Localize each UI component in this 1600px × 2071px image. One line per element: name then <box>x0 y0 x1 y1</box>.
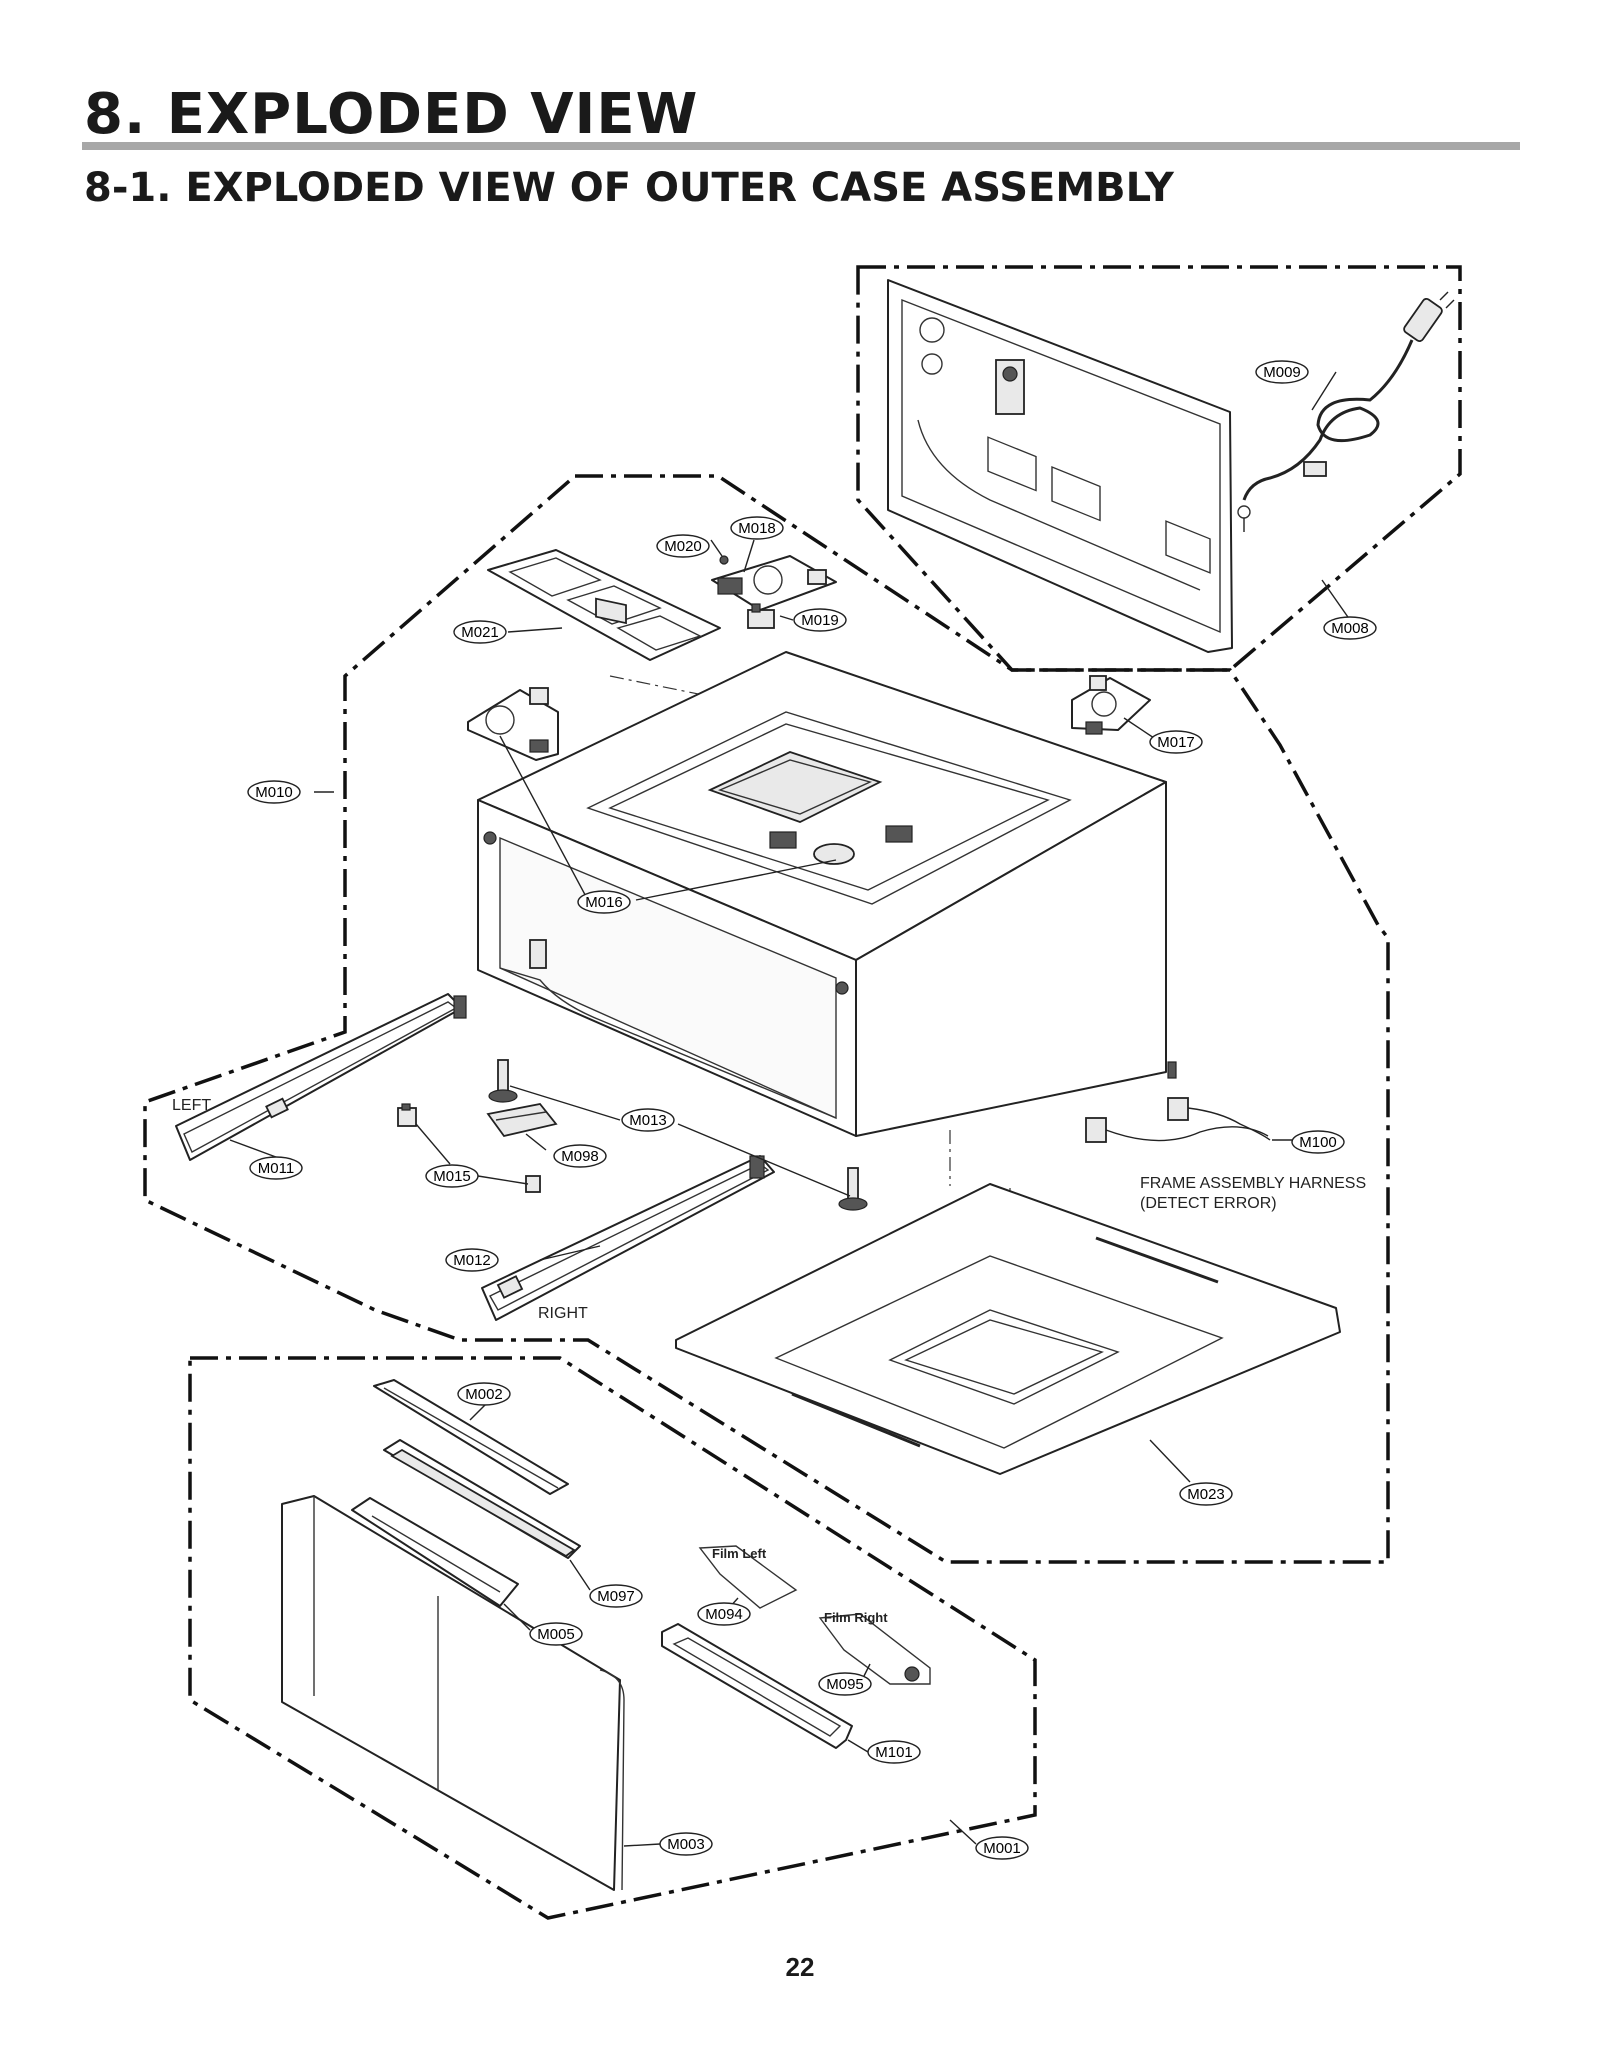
svg-text:M016: M016 <box>585 894 623 911</box>
part-tag-m100[interactable]: M100 <box>1291 1130 1345 1154</box>
micro-switch <box>747 603 775 629</box>
svg-text:M003: M003 <box>667 1836 705 1853</box>
part-tag-m013[interactable]: M013 <box>621 1108 675 1132</box>
cabinet-frame <box>477 651 1177 1137</box>
page-title: 8. EXPLODED VIEW <box>84 82 699 147</box>
label-film-left: Film Left <box>712 1546 767 1561</box>
svg-text:M009: M009 <box>1263 364 1301 381</box>
slide-rail-left <box>175 993 467 1161</box>
svg-text:M020: M020 <box>664 538 702 555</box>
leveling-foot-right <box>838 1167 868 1211</box>
part-tag-m017[interactable]: M017 <box>1149 730 1203 754</box>
label-harness-line2: (DETECT ERROR) <box>1140 1195 1277 1212</box>
svg-text:M015: M015 <box>433 1168 471 1185</box>
slide-rail-right <box>481 1155 775 1321</box>
part-tag-m011[interactable]: M011 <box>249 1156 303 1180</box>
control-frame <box>383 1439 581 1559</box>
svg-text:M100: M100 <box>1299 1134 1337 1151</box>
part-tag-m005[interactable]: M005 <box>529 1622 583 1646</box>
leveling-foot-left <box>488 1059 518 1103</box>
part-tag-m008[interactable]: M008 <box>1323 616 1377 640</box>
part-tag-m098[interactable]: M098 <box>553 1144 607 1168</box>
part-tag-m094[interactable]: M094 <box>697 1602 751 1626</box>
part-tag-m012[interactable]: M012 <box>445 1248 499 1272</box>
control-pcb <box>351 1497 519 1607</box>
rear-panel <box>887 279 1233 653</box>
svg-text:M023: M023 <box>1187 1486 1225 1503</box>
part-tag-m021[interactable]: M021 <box>453 620 507 644</box>
small-screw <box>719 555 729 565</box>
label-right: RIGHT <box>538 1305 588 1322</box>
frame-assembly-harness <box>1085 1097 1271 1143</box>
part-tag-m101[interactable]: M101 <box>867 1740 921 1764</box>
part-tag-m003[interactable]: M003 <box>659 1832 713 1856</box>
page-number: 22 <box>785 1952 815 1982</box>
part-tag-m095[interactable]: M095 <box>818 1672 872 1696</box>
part-tag-m002[interactable]: M002 <box>457 1382 511 1406</box>
rail-clip-a <box>397 1103 417 1127</box>
svg-text:M021: M021 <box>461 624 499 641</box>
svg-text:M101: M101 <box>875 1744 913 1761</box>
part-tag-m009[interactable]: M009 <box>1255 360 1309 384</box>
part-tag-m018[interactable]: M018 <box>730 516 784 540</box>
svg-text:M002: M002 <box>465 1386 503 1403</box>
front-door-panel <box>281 1495 625 1891</box>
svg-text:M018: M018 <box>738 520 776 537</box>
film-right <box>818 1613 931 1685</box>
svg-text:M094: M094 <box>705 1606 743 1623</box>
power-cord <box>1237 291 1455 532</box>
title-divider <box>82 142 1520 150</box>
svg-text:M005: M005 <box>537 1626 575 1643</box>
svg-text:M095: M095 <box>826 1676 864 1693</box>
svg-text:M008: M008 <box>1331 620 1369 637</box>
svg-text:M001: M001 <box>983 1840 1021 1857</box>
part-tag-m020[interactable]: M020 <box>656 534 710 558</box>
svg-text:M012: M012 <box>453 1252 491 1269</box>
front-group-boundary <box>188 1356 1037 1920</box>
hinge-bracket-right <box>1071 675 1151 735</box>
part-tag-m010[interactable]: M010 <box>247 780 301 804</box>
cabinet-group-boundary <box>143 474 1390 1564</box>
base-plate <box>675 1183 1341 1475</box>
part-tag-m016[interactable]: M016 <box>577 890 631 914</box>
svg-text:M011: M011 <box>258 1160 294 1177</box>
svg-text:M098: M098 <box>561 1148 599 1165</box>
svg-text:M013: M013 <box>629 1112 667 1129</box>
front-grille <box>661 1623 853 1749</box>
label-film-right: Film Right <box>824 1610 888 1625</box>
label-harness-line1: FRAME ASSEMBLY HARNESS <box>1140 1175 1366 1192</box>
svg-text:M010: M010 <box>255 784 293 801</box>
rail-clip-b <box>525 1175 541 1193</box>
svg-text:M019: M019 <box>801 612 839 629</box>
label-left: LEFT <box>172 1097 211 1114</box>
front-top-trim <box>373 1379 569 1495</box>
part-tag-m023[interactable]: M023 <box>1179 1482 1233 1506</box>
page-subtitle: 8-1. EXPLODED VIEW OF OUTER CASE ASSEMBL… <box>84 165 1174 211</box>
rear-panel-group-boundary <box>856 265 1462 672</box>
hinge-bracket-top <box>711 555 837 611</box>
svg-text:M017: M017 <box>1157 734 1195 751</box>
top-plate <box>487 549 721 661</box>
part-tag-m015[interactable]: M015 <box>425 1164 479 1188</box>
hinge-bracket-left <box>467 687 559 761</box>
part-tag-m001[interactable]: M001 <box>975 1836 1029 1860</box>
part-tag-m097[interactable]: M097 <box>589 1584 643 1608</box>
film-left <box>698 1545 798 1609</box>
rail-stopper <box>486 1103 558 1138</box>
part-tag-m019[interactable]: M019 <box>793 608 847 632</box>
svg-text:M097: M097 <box>597 1588 635 1605</box>
